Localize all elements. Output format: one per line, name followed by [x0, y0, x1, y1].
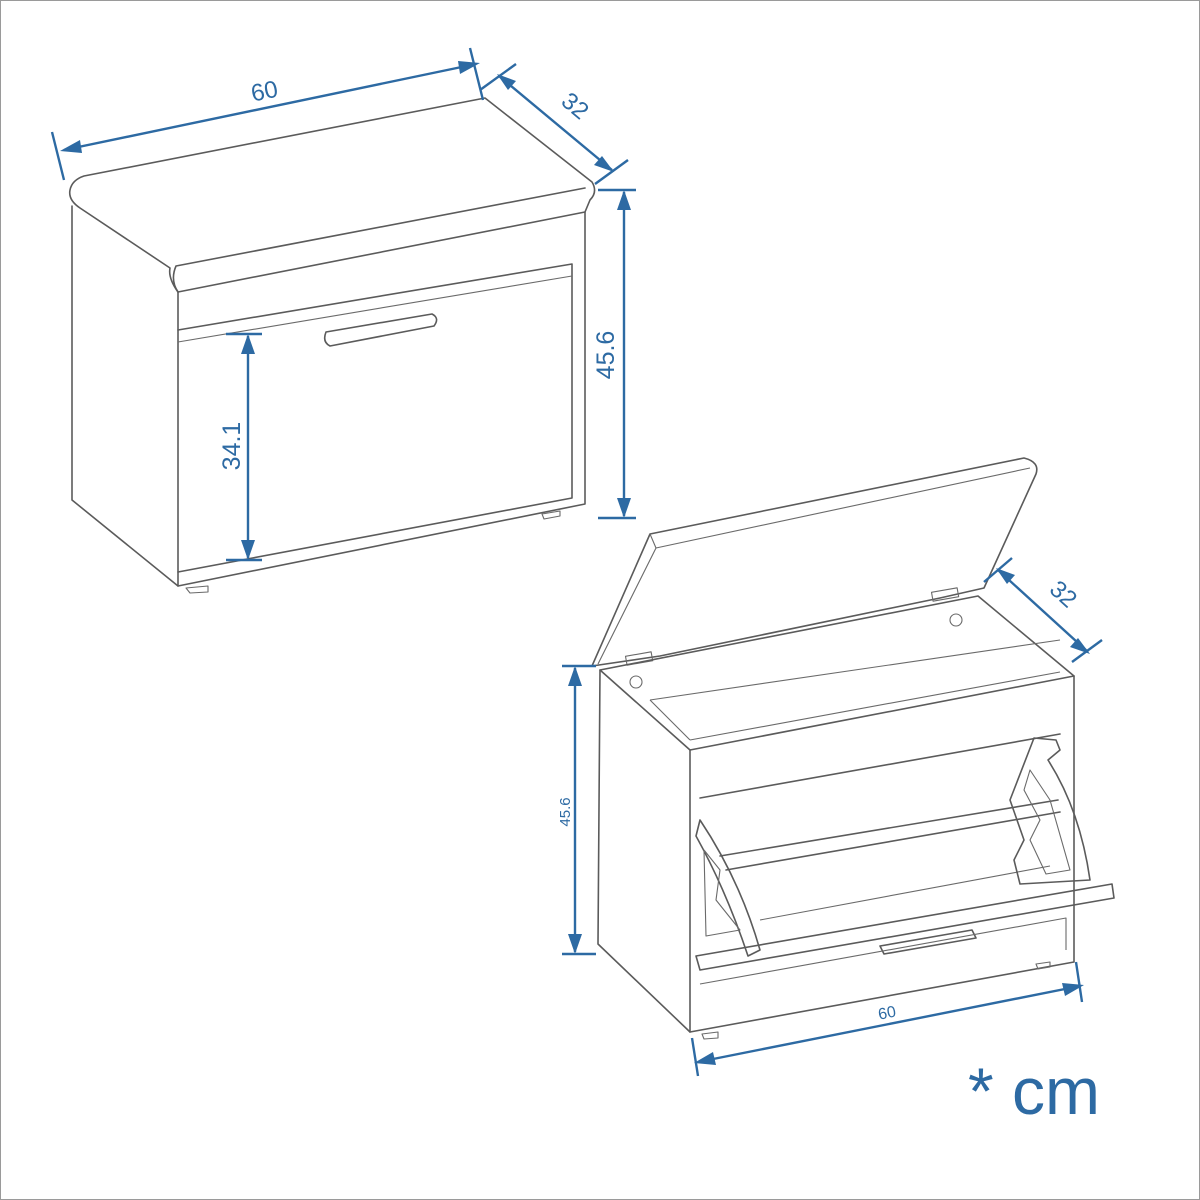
- left-mechanism-inner: [703, 849, 741, 937]
- closed-body-front: [177, 211, 586, 587]
- open-lid: [591, 457, 1038, 667]
- closed-cushion: [68, 97, 596, 293]
- closed-foot: [185, 585, 209, 594]
- screw-hole: [629, 675, 643, 689]
- right-mechanism: [1009, 737, 1091, 885]
- open-bottom-opening: [699, 917, 1067, 985]
- screw-hole: [949, 613, 963, 627]
- left-mechanism: [695, 819, 761, 957]
- dim-open-height: 45.6: [557, 664, 596, 956]
- dim-closed-height: 45.6: [592, 188, 636, 520]
- open-lid-side: [597, 547, 657, 665]
- unit-label: * cm: [968, 1054, 1100, 1128]
- open-flap-tray-inner: [759, 865, 1051, 921]
- open-foot: [1035, 961, 1051, 970]
- dim-closed-depth: 32: [479, 63, 629, 185]
- open-bench: [591, 457, 1115, 1040]
- open-flap-tray: [695, 883, 1115, 971]
- open-handle: [879, 929, 977, 955]
- dim-closed-width-label: 60: [249, 76, 281, 108]
- dim-open-height-label: 45.6: [557, 797, 574, 826]
- open-lid-edge: [649, 467, 1031, 549]
- closed-door-top: [177, 275, 573, 343]
- open-interior-shelf: [649, 639, 1061, 741]
- closed-cushion-edge: [172, 187, 586, 293]
- closed-front-inner: [177, 263, 573, 573]
- dim-closed-width: 60: [50, 47, 485, 181]
- dim-open-depth-label: 32: [1044, 575, 1082, 613]
- dim-closed-door-label: 34.1: [218, 422, 246, 471]
- open-flap-top: [699, 733, 1061, 799]
- dim-closed-depth-label: 32: [556, 87, 594, 125]
- dim-open-width-label: 60: [877, 1004, 898, 1024]
- hinge: [930, 587, 960, 602]
- closed-body-left: [71, 205, 179, 587]
- open-foot: [701, 1031, 719, 1040]
- closed-bench: [68, 97, 596, 594]
- right-mechanism-inner: [1023, 769, 1071, 875]
- closed-handle: [323, 313, 438, 347]
- dim-open-width: 60: [690, 961, 1084, 1077]
- dim-open-depth: 32: [983, 557, 1103, 663]
- open-box-front: [689, 675, 1075, 1033]
- dim-closed-door: 34.1: [218, 332, 262, 562]
- open-box-left: [597, 669, 691, 1033]
- open-flap-bar: [719, 799, 1061, 871]
- dim-closed-height-label: 45.6: [592, 331, 620, 380]
- closed-foot: [541, 510, 561, 520]
